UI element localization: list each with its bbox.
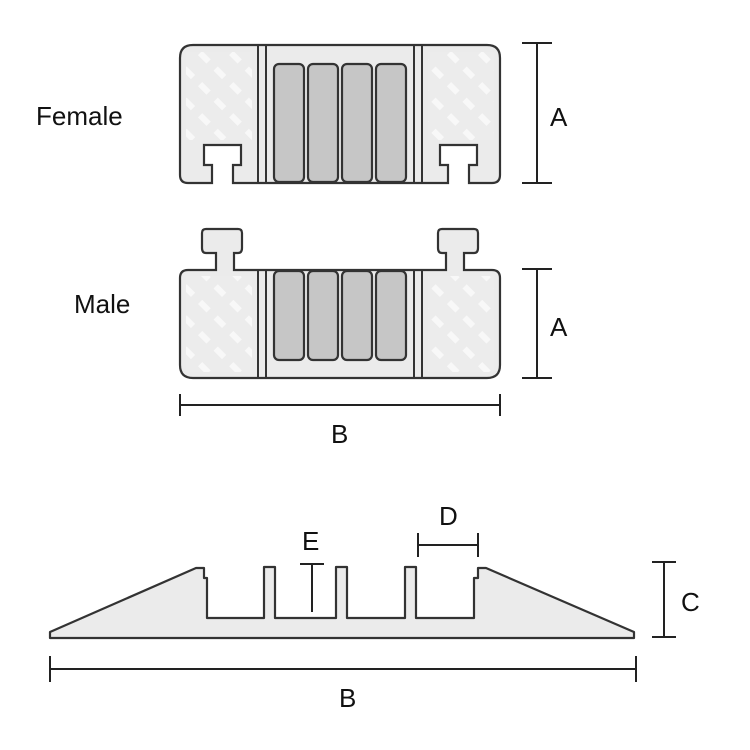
dimension-a-top-label: A — [550, 102, 568, 132]
cross-section-view — [48, 565, 636, 640]
male-right-tread — [428, 276, 494, 372]
male-channel-4 — [374, 269, 408, 362]
female-view: Female — [36, 43, 502, 185]
female-channel-1 — [272, 62, 306, 184]
dimension-a-top: A — [522, 42, 568, 184]
dimension-e: E — [300, 526, 324, 612]
male-body — [178, 227, 502, 380]
dimension-a-middle-label: A — [550, 312, 568, 342]
dimension-d: D — [417, 501, 479, 557]
female-left-tread — [186, 52, 252, 140]
dimension-b-middle-label: B — [331, 419, 348, 449]
dimension-d-label: D — [439, 501, 458, 531]
female-right-tread — [428, 52, 494, 140]
dimension-c-label: C — [681, 587, 700, 617]
cross-section-profile — [48, 565, 636, 640]
female-channel-4 — [374, 62, 408, 184]
dimension-b-bottom: B — [49, 656, 637, 713]
female-channel-2 — [306, 62, 340, 184]
dimension-b-middle: B — [179, 394, 501, 449]
male-channel-2 — [306, 269, 340, 362]
male-left-tread — [186, 276, 252, 372]
dimension-e-label: E — [302, 526, 319, 556]
female-channel-3 — [340, 62, 374, 184]
male-label: Male — [74, 289, 130, 319]
male-channel-3 — [340, 269, 374, 362]
dimension-c: C — [652, 561, 700, 638]
dimension-b-bottom-label: B — [339, 683, 356, 713]
female-body — [178, 43, 502, 185]
male-view: Male — [74, 227, 502, 380]
dimension-a-middle: A — [522, 268, 568, 379]
male-channel-1 — [272, 269, 306, 362]
female-label: Female — [36, 101, 123, 131]
